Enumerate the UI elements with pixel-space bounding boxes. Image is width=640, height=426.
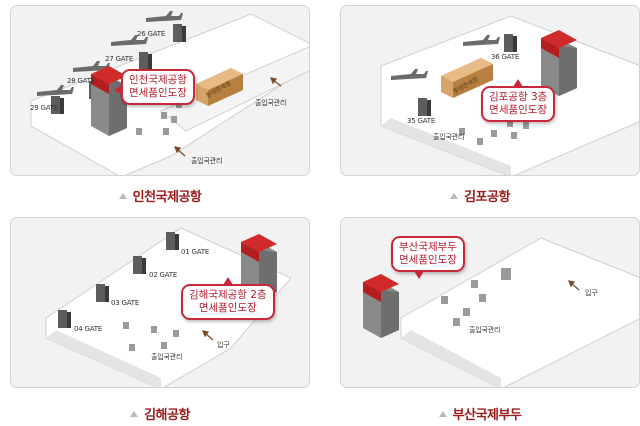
lotte-building [541, 30, 577, 96]
caption-text: 김포공항 [464, 190, 510, 205]
delivery-location-bubble[interactable]: 부산국제부두 면세품인도장 [391, 236, 465, 279]
entrance-label: 입구 [585, 289, 598, 297]
immigration-label: 출입국관리 [433, 133, 465, 141]
bubble-line: 김포공항 3층 [489, 91, 548, 103]
map-panel-gimhae[interactable]: 01 GATE 02 GATE 03 GATE 04 GATE 출입국관리 입구… [10, 217, 310, 388]
caret-up-icon [450, 193, 459, 199]
caret-up-icon [130, 411, 139, 417]
immigration-label: 출입국관리 [469, 326, 501, 334]
caret-up-icon [438, 411, 447, 417]
gate-kiosk [418, 34, 517, 116]
caption-gimpo[interactable]: 김포공항 [320, 186, 640, 205]
gate-label: 04 GATE [74, 325, 103, 333]
gate-kiosk [58, 232, 179, 328]
gate-label: 01 GATE [181, 248, 210, 256]
gate-label: 29 GATE [30, 104, 59, 112]
caption-gimhae[interactable]: 김해공항 [0, 404, 320, 423]
delivery-location-bubble[interactable]: 김포공항 3층 면세품인도장 [481, 79, 556, 122]
immigration-label: 출입국관리 [255, 99, 287, 107]
lotte-building [363, 274, 399, 338]
airplane-icon [391, 35, 500, 80]
caption-busan[interactable]: 부산국제부두 [320, 404, 640, 423]
gate-label: 03 GATE [111, 299, 140, 307]
duty-free-counter [441, 58, 493, 98]
busan-map [363, 237, 639, 387]
bubble-line: 김해국제공항 2층 [189, 289, 267, 301]
bubble-line: 면세품인도장 [198, 302, 257, 314]
bubble-line: 면세품인도장 [399, 254, 457, 266]
caption-text: 인천국제공항 [132, 190, 202, 205]
gate-label: 35 GATE [407, 117, 436, 125]
caption-incheon[interactable]: 인천국제공항 [0, 186, 320, 205]
airplane-icon [37, 11, 183, 96]
map-panel-busan[interactable]: 출입국관리 입구 부산국제부두 면세품인도장 [340, 217, 640, 388]
gate-label: 28 GATE [67, 77, 96, 85]
bubble-line: 인천국제공항 [129, 74, 187, 86]
bubble-line: 면세품인도장 [129, 87, 187, 99]
entrance-label: 입구 [217, 341, 230, 349]
caption-text: 김해공항 [144, 408, 190, 423]
gate-label: 36 GATE [491, 53, 520, 61]
caret-up-icon [118, 193, 127, 199]
immigration-label: 출입국관리 [191, 157, 223, 165]
delivery-location-bubble[interactable]: 김해국제공항 2층 면세품인도장 [181, 277, 275, 320]
gate-label: 27 GATE [105, 55, 134, 63]
duty-free-counter [196, 68, 243, 106]
map-panel-incheon[interactable]: 26 GATE 27 GATE 28 GATE 29 GATE 롯데면세점 출입… [10, 5, 310, 176]
immigration-label: 출입국관리 [151, 353, 183, 361]
bubble-line: 부산국제부두 [399, 241, 457, 253]
delivery-location-bubble[interactable]: 인천국제공항 면세품인도장 [114, 69, 195, 105]
gate-label: 26 GATE [137, 30, 166, 38]
bubble-line: 면세품인도장 [489, 104, 548, 116]
gate-label: 02 GATE [149, 271, 178, 279]
map-panel-gimpo[interactable]: 36 GATE 35 GATE 롯데면세점 출입국관리 김포공항 3층 면세품인… [340, 5, 640, 176]
caption-text: 부산국제부두 [452, 408, 522, 423]
